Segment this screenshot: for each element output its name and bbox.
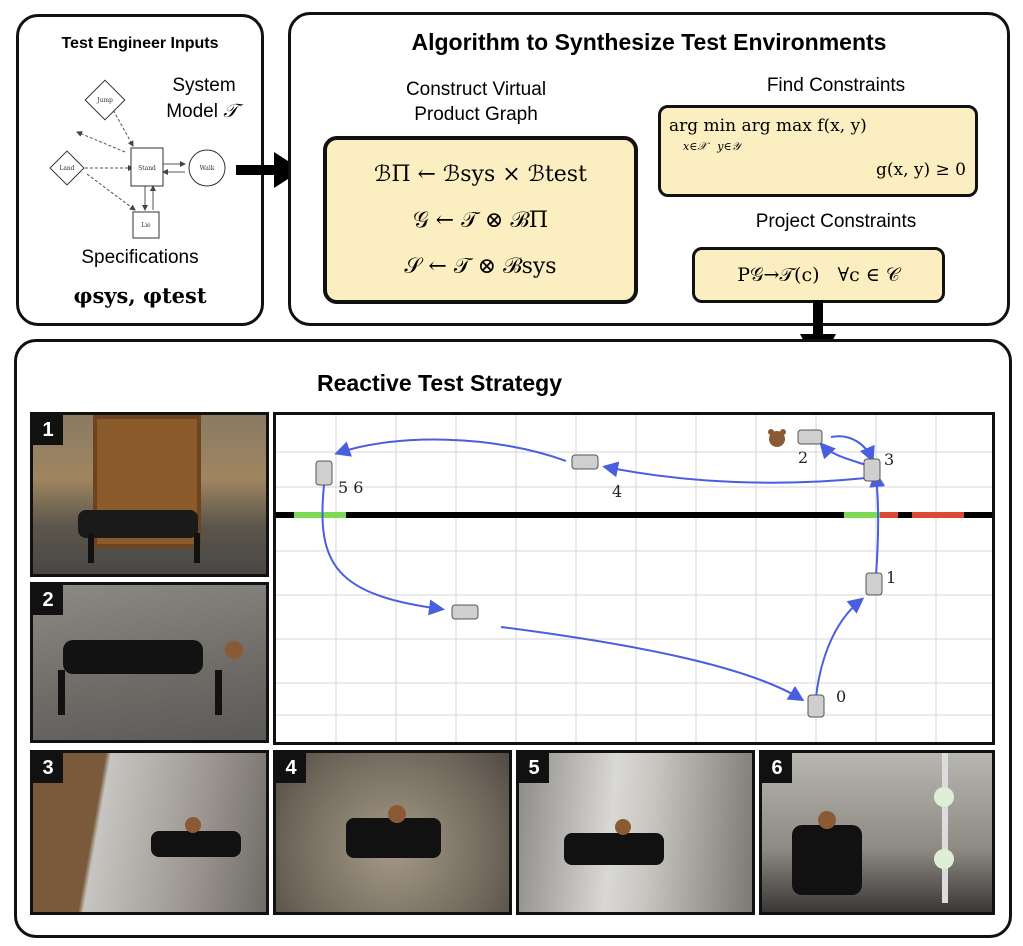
- waypoint-3: 3: [884, 450, 894, 469]
- robot-marker-56: [315, 460, 333, 486]
- photo-4-number: 4: [276, 753, 306, 783]
- node-jump-shape: [84, 79, 126, 121]
- spec-symbols: φsys, φtest: [73, 283, 207, 308]
- robot-marker-1: [865, 572, 883, 596]
- path-3-to-2: [819, 442, 867, 466]
- system-model-graph: Jump Land Stand Walk Lie: [49, 79, 226, 239]
- robot-marker-3: [863, 458, 881, 482]
- test-grid-map: 0 1 2 3 4 5 6: [273, 412, 995, 745]
- robot-marker-2: [797, 429, 823, 445]
- node-jump-label: Jump: [96, 97, 113, 104]
- path-0-to-1: [815, 597, 865, 698]
- find-constraints-label: Find Constraints: [766, 75, 906, 96]
- robot-marker-0: [807, 694, 825, 718]
- equation-2: 𝒢 ← 𝒯 ⊗ ℬΠ: [412, 208, 549, 233]
- waypoint-4: 4: [612, 482, 622, 501]
- pole: [942, 753, 948, 903]
- teddy-bear: [388, 805, 406, 823]
- model-label-row: Model 𝒯: [147, 100, 257, 124]
- inputs-title: Test Engineer Inputs: [61, 35, 219, 52]
- robot-dog-silhouette: [151, 831, 241, 857]
- photo-5-number: 5: [519, 753, 549, 783]
- robot-dog-silhouette: [792, 825, 862, 895]
- green-light-top: [934, 787, 954, 807]
- node-land-label: Land: [59, 165, 74, 172]
- wall-bar: [276, 512, 992, 518]
- optimization-line-2: g(x, y) ≥ 0: [875, 160, 966, 180]
- waypoint-2: 2: [798, 448, 808, 467]
- robot-marker-4: [571, 454, 599, 470]
- teddy-bear: [225, 641, 243, 659]
- project-constraints-label: Project Constraints: [755, 211, 917, 232]
- robot-dog-silhouette: [78, 510, 198, 538]
- algorithm-title: Algorithm to Synthesize Test Environment…: [411, 29, 887, 55]
- system-label: System: [172, 75, 236, 96]
- photo-2-number: 2: [33, 585, 63, 615]
- photo-4: 4: [273, 750, 512, 915]
- node-stand-label: Stand: [138, 165, 156, 172]
- robot-dog-silhouette: [63, 640, 203, 674]
- robot-dog-silhouette: [564, 833, 664, 865]
- teddy-bear-ear-right: [780, 429, 786, 435]
- construct-label-2: Product Graph: [414, 104, 538, 125]
- inputs-panel: Test Engineer Inputs Jump Land: [16, 14, 264, 326]
- photo-6: 6: [759, 750, 995, 915]
- robot-legs: [58, 670, 222, 715]
- path-3-to-4: [602, 461, 867, 484]
- photo-2: 2: [30, 582, 269, 743]
- product-graph-box: ℬΠ ← ℬsys × ℬtest 𝒢 ← 𝒯 ⊗ ℬΠ 𝒮 ← 𝒯 ⊗ ℬsy…: [323, 136, 638, 304]
- node-lie-shape: [132, 211, 160, 239]
- strategy-panel: Reactive Test Strategy 1 2 3 4 5 6: [14, 339, 1012, 938]
- robot-legs: [88, 533, 200, 563]
- photo-6-number: 6: [762, 753, 792, 783]
- projection-formula: P𝒢→𝒯(c) ∀c ∈ 𝒞: [737, 264, 900, 286]
- equation-1: ℬΠ ← ℬsys × ℬtest: [374, 162, 587, 187]
- path-4-to-56: [334, 438, 567, 462]
- algorithm-panel: Algorithm to Synthesize Test Environment…: [288, 12, 1010, 326]
- path-2-to-3: [830, 435, 875, 463]
- path-mid-to-0: [500, 626, 805, 702]
- strategy-title: Reactive Test Strategy: [317, 370, 563, 396]
- node-walk-shape: [188, 149, 226, 187]
- robot-dog-silhouette: [346, 818, 441, 858]
- photo-5: 5: [516, 750, 755, 915]
- teddy-bear: [818, 811, 836, 829]
- path-1-to-3: [869, 471, 886, 576]
- waypoint-1: 1: [886, 568, 896, 587]
- path-56-to-mid: [321, 484, 445, 616]
- node-stand-shape: [130, 147, 164, 187]
- optimization-subscripts: x∈𝒳 y∈𝒴: [683, 140, 741, 153]
- waypoint-0: 0: [836, 687, 846, 706]
- bar-green-left: [294, 512, 346, 518]
- photo-1-number: 1: [33, 415, 63, 445]
- model-symbol: 𝒯: [223, 100, 238, 122]
- node-lie-label: Lie: [141, 222, 151, 229]
- photo-3: 3: [30, 750, 269, 915]
- photo-1: 1: [30, 412, 269, 577]
- optimization-line-1: arg min arg max f(x, y): [669, 116, 867, 136]
- teddy-bear: [615, 819, 631, 835]
- bar-red-2: [912, 512, 964, 518]
- teddy-bear-icon: [769, 431, 785, 447]
- grid-svg: 0 1 2 3 4 5 6: [276, 415, 992, 742]
- node-land-shape: [49, 150, 85, 186]
- model-label: Model: [166, 101, 218, 122]
- waypoint-56: 5 6: [338, 478, 363, 497]
- bar-red-1: [880, 512, 898, 518]
- construct-label-1: Construct Virtual: [405, 79, 547, 100]
- teddy-bear: [185, 817, 201, 833]
- specifications-label: Specifications: [81, 247, 199, 268]
- robot-marker-mid: [451, 604, 479, 620]
- green-light-bottom: [934, 849, 954, 869]
- bar-green-right: [844, 512, 896, 518]
- equation-3: 𝒮 ← 𝒯 ⊗ ℬsys: [404, 254, 557, 279]
- teddy-bear-ear-left: [768, 429, 774, 435]
- optimization-box: arg min arg max f(x, y) x∈𝒳 y∈𝒴 g(x, y) …: [658, 105, 978, 197]
- node-walk-label: Walk: [200, 165, 215, 172]
- projection-box: P𝒢→𝒯(c) ∀c ∈ 𝒞: [692, 247, 945, 303]
- photo-3-number: 3: [33, 753, 63, 783]
